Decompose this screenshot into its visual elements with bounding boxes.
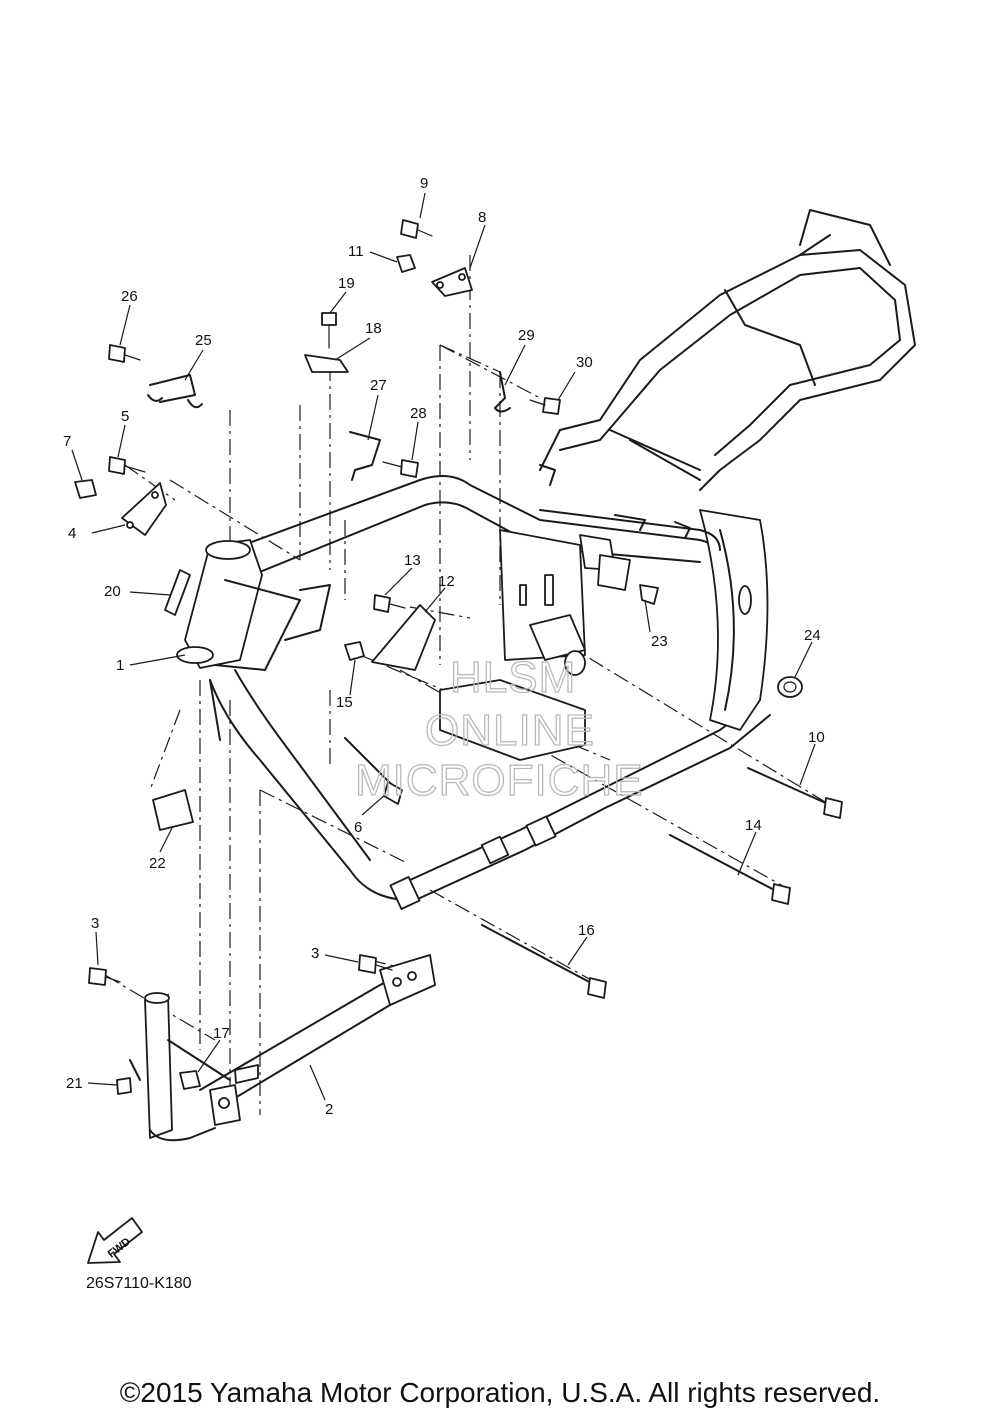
callout-17: 17: [213, 1025, 230, 1042]
copyright-footer: ©2015 Yamaha Motor Corporation, U.S.A. A…: [119, 1377, 881, 1408]
callout-28: 28: [410, 405, 427, 422]
callout-4: 4: [68, 525, 76, 542]
callout-23: 23: [651, 633, 668, 650]
callout-20: 20: [104, 583, 121, 600]
watermark: HLSM ONLINE MICROFICHE: [354, 652, 644, 805]
callout-14: 14: [745, 817, 762, 834]
callout-3-left: 3: [91, 915, 99, 932]
callout-26: 26: [121, 288, 138, 305]
callout-25: 25: [195, 332, 212, 349]
callout-27: 27: [370, 377, 387, 394]
part-code: 26S7110-K180: [86, 1275, 192, 1292]
callout-1: 1: [116, 657, 124, 674]
callout-16: 16: [578, 922, 595, 939]
callout-13: 13: [404, 552, 421, 569]
callout-30: 30: [576, 354, 593, 371]
callout-22: 22: [149, 855, 166, 872]
callout-9: 9: [420, 175, 428, 192]
leader-lines: [71, 192, 816, 1101]
watermark-line-2: ONLINE: [425, 706, 595, 755]
watermark-line-1: HLSM: [450, 653, 576, 702]
callout-12: 12: [438, 573, 455, 590]
fwd-arrow-icon: FWD: [87, 1217, 143, 1264]
callout-labels: 9 8 11 19 18 26 25 29 30 27 28 5 7 4 20 …: [63, 175, 825, 1118]
main-frame: [176, 209, 916, 910]
watermark-line-3: MICROFICHE: [355, 756, 644, 805]
callout-24: 24: [804, 627, 821, 644]
callout-29: 29: [518, 327, 535, 344]
callout-15: 15: [336, 694, 353, 711]
callout-7: 7: [63, 433, 71, 450]
callout-8: 8: [478, 209, 486, 226]
callout-6: 6: [354, 819, 362, 836]
callout-18: 18: [365, 320, 382, 337]
callout-11: 11: [348, 243, 364, 260]
small-parts: [74, 219, 843, 1095]
callout-19: 19: [338, 275, 355, 292]
callout-21: 21: [66, 1075, 83, 1092]
callout-2: 2: [325, 1101, 333, 1118]
callout-10: 10: [808, 729, 825, 746]
callout-5: 5: [121, 408, 129, 425]
callout-3-right: 3: [311, 945, 319, 962]
front-cradle: [129, 954, 436, 1142]
